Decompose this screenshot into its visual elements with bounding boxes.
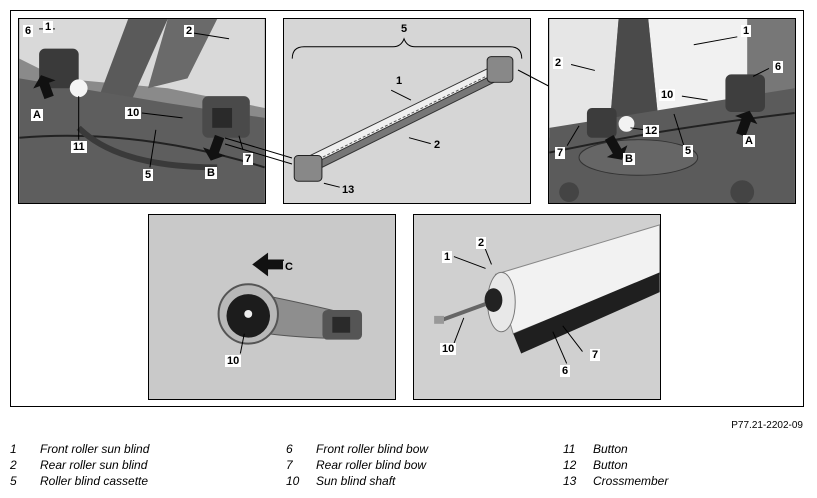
callout-12: 12 — [643, 125, 660, 137]
callout-6: 6 — [773, 61, 784, 73]
callout-1: 1 — [442, 251, 453, 263]
photo-bottom-left — [149, 215, 395, 399]
callout-6: 6 — [560, 365, 571, 377]
drawing-cassette — [291, 37, 523, 188]
callout-7: 7 — [243, 153, 254, 165]
callout-2: 2 — [432, 139, 443, 151]
panel-top-middle: 5 1 2 13 — [283, 18, 531, 204]
panel-top-right: 1 2 6 10 12 5 7 A B — [548, 18, 796, 204]
callout-1: 1 — [394, 75, 405, 87]
callout-10: 10 — [125, 107, 142, 119]
callout-1: 1 — [741, 25, 752, 37]
arrow-label-a: A — [31, 109, 43, 121]
callout-10: 10 — [659, 89, 676, 101]
callout-5: 5 — [683, 145, 694, 157]
callout-11: 11 — [71, 141, 87, 153]
photo-bottom-right — [414, 215, 660, 399]
figure-frame — [10, 10, 804, 407]
photo-top-left — [19, 19, 265, 203]
arrow-label-a: A — [743, 135, 755, 147]
figure-code: P77.21-2202-09 — [731, 420, 803, 431]
callout-5: 5 — [399, 23, 410, 35]
arrow-label-c: C — [283, 261, 295, 273]
callout-1: 1 — [43, 21, 54, 33]
panel-bottom-left: C 10 — [148, 214, 396, 400]
photo-top-right — [549, 19, 795, 203]
callout-2: 2 — [476, 237, 487, 249]
callout-2: 2 — [184, 25, 195, 37]
panel-bottom-right: 2 1 10 7 6 — [413, 214, 661, 400]
arrow-label-b: B — [205, 167, 217, 179]
callout-13: 13 — [340, 184, 357, 196]
callout-5: 5 — [143, 169, 154, 181]
callout-7: 7 — [555, 147, 566, 159]
panel-top-left: 6 1 2 10 11 5 7 A B — [18, 18, 266, 204]
callout-7: 7 — [590, 349, 601, 361]
callout-2: 2 — [553, 57, 564, 69]
callout-10: 10 — [440, 343, 457, 355]
callout-6: 6 — [23, 25, 34, 37]
callout-10: 10 — [225, 355, 242, 367]
arrow-label-b: B — [623, 153, 635, 165]
